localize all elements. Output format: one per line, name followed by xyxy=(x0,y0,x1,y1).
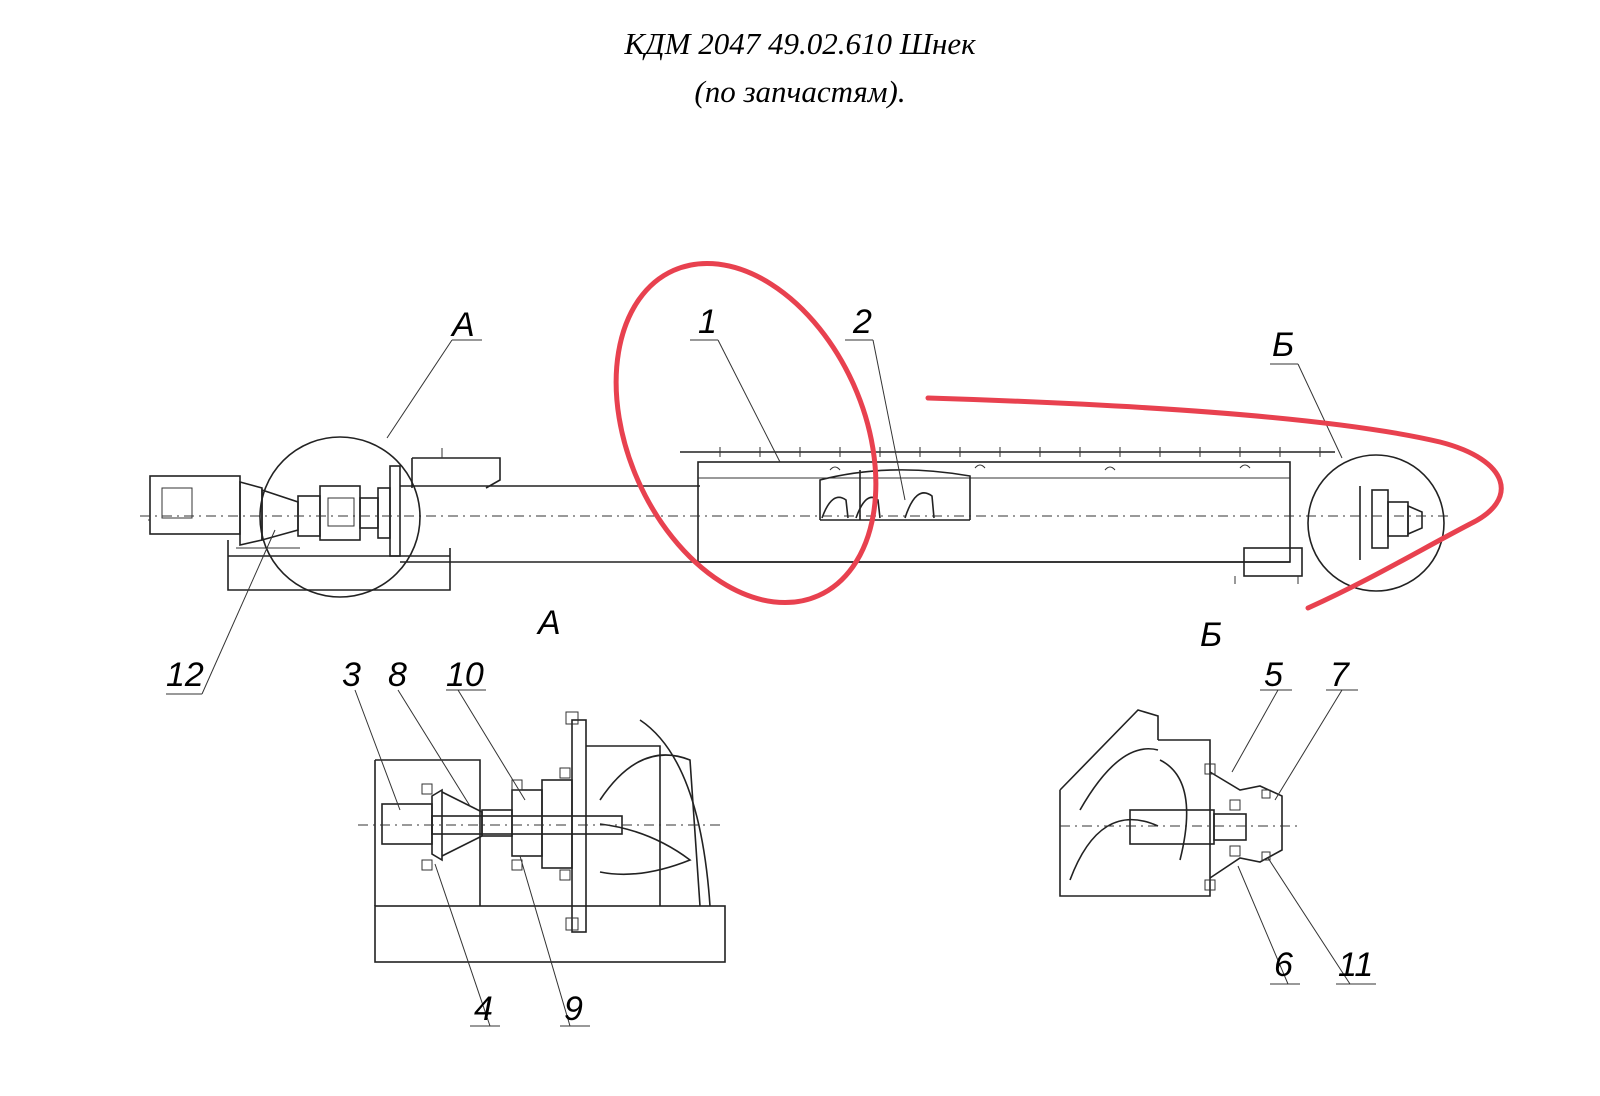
page-title: КДМ 2047 49.02.610 Шнек xyxy=(624,26,976,61)
view-marker-b: Б xyxy=(1272,326,1294,364)
detail-view-b xyxy=(1059,709,1300,897)
detail-circle-b xyxy=(1307,454,1445,592)
end-bearing xyxy=(1371,489,1389,549)
callout-10: 10 xyxy=(446,656,484,694)
trough-housing xyxy=(697,461,1291,563)
gearbox xyxy=(239,480,263,547)
callout-9: 9 xyxy=(564,990,583,1028)
detail-a-base xyxy=(374,905,726,963)
detail-b-housing xyxy=(1059,709,1211,897)
callout-1: 1 xyxy=(698,303,717,341)
view-marker-a: А xyxy=(450,306,475,344)
outlet-spout xyxy=(1243,547,1303,577)
detail-a-end-plate xyxy=(571,719,587,933)
callout-8: 8 xyxy=(388,656,407,694)
view-title-a: А xyxy=(536,604,561,642)
detail-circle-a xyxy=(259,436,421,598)
detail-b-shaft xyxy=(1129,809,1215,845)
motor xyxy=(149,475,241,535)
callout-7: 7 xyxy=(1330,656,1350,694)
red-highlight-curve xyxy=(925,395,1504,611)
drive-frame xyxy=(227,540,451,591)
view-title-b: Б xyxy=(1200,616,1222,654)
callout-5: 5 xyxy=(1264,656,1283,694)
cutaway-window xyxy=(819,469,971,520)
callout-4: 4 xyxy=(474,990,493,1028)
detail-a-flight xyxy=(599,823,692,876)
callout-11: 11 xyxy=(1338,946,1373,984)
detail-view-a xyxy=(358,711,726,963)
page-subtitle: (по запчастям). xyxy=(694,74,906,109)
red-highlight-ellipse xyxy=(613,260,879,606)
detail-b-bearing xyxy=(1209,771,1283,879)
callout-2: 2 xyxy=(852,303,872,341)
auger-flights xyxy=(821,492,935,519)
callout-3: 3 xyxy=(342,656,361,694)
callout-6: 6 xyxy=(1274,946,1293,984)
inlet-hopper xyxy=(411,457,501,489)
main-assembly-view xyxy=(140,436,1450,598)
cover-rail-ticks xyxy=(719,447,1321,457)
callout-12: 12 xyxy=(166,656,204,694)
